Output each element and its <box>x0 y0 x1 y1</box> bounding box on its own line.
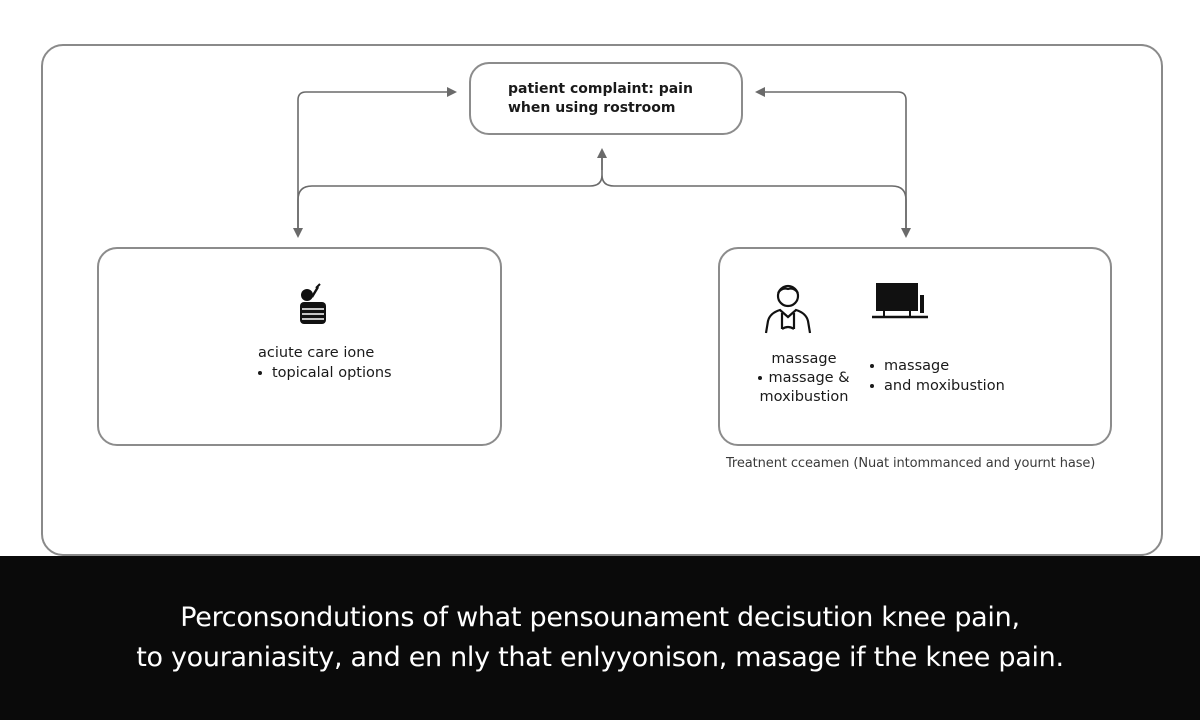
subtitle-bar: Perconsondutions of what pensounament de… <box>0 556 1200 720</box>
treatment-col-b: massage and moxibustion <box>870 356 1070 396</box>
computer-icon <box>872 283 928 319</box>
medicine-jar-icon <box>300 283 326 324</box>
patient-complaint-line1: patient complaint: pain <box>508 80 693 97</box>
treatment-col-b-bullet1: massage <box>870 356 1070 376</box>
treatment-caption: Treatnent cceamen (Nuat intommanced and … <box>726 456 1096 471</box>
acute-care-bullet: topicalal options <box>258 363 392 383</box>
subtitle-line-2: to youraniasity, and en nly that enlyyon… <box>136 642 1064 673</box>
patient-complaint-line2: when using rostroom <box>508 99 676 116</box>
node-treatment: massage massage & moxibustion massage an… <box>718 247 1112 446</box>
treatment-col-a-bullet-text: massage & <box>768 370 850 386</box>
treatment-col-b-bullet1-text: massage <box>884 358 950 374</box>
subtitle-line-1: Perconsondutions of what pensounament de… <box>180 602 1020 633</box>
treatment-col-a: massage massage & moxibustion <box>734 350 874 407</box>
treatment-col-a-bullet: massage & <box>734 369 874 388</box>
acute-care-heading: aciute care ione <box>258 345 375 361</box>
treatment-col-a-line3: moxibustion <box>759 389 849 405</box>
treatment-col-b-bullet2-text: and moxibustion <box>884 378 1005 394</box>
treatment-col-a-line1: massage <box>771 351 837 367</box>
patient-complaint-text: patient complaint: pain when using rostr… <box>508 80 708 118</box>
acute-care-bullet-text: topicalal options <box>272 365 392 381</box>
acute-care-text: aciute care ione topicalal options <box>258 343 392 383</box>
person-icon <box>764 284 812 334</box>
node-acute-care: aciute care ione topicalal options <box>97 247 502 446</box>
node-patient-complaint: patient complaint: pain when using rostr… <box>469 62 743 135</box>
treatment-col-b-bullet2: and moxibustion <box>870 376 1070 396</box>
